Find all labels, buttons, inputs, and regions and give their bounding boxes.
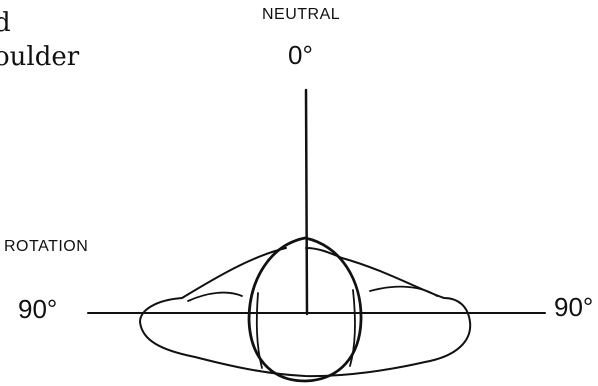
caption-line-2: oulder bbox=[0, 42, 80, 72]
outer-range-envelope bbox=[139, 247, 472, 378]
left-90-degree-label: 90° bbox=[18, 294, 58, 324]
left-inner-stroke bbox=[255, 292, 263, 369]
rotation-label: ROTATION bbox=[4, 238, 89, 255]
left-lobe-contour bbox=[187, 291, 243, 302]
caption-line-1: d bbox=[0, 8, 11, 38]
right-90-degree-label: 90° bbox=[554, 292, 594, 322]
zero-degree-label: 0° bbox=[288, 40, 313, 70]
central-oval-contour bbox=[247, 236, 363, 383]
neutral-label: NEUTRAL bbox=[262, 6, 341, 23]
right-lobe-contour bbox=[369, 285, 438, 297]
figure-caption-fragment: d oulder bbox=[0, 6, 79, 74]
vertical-axis-line bbox=[304, 88, 309, 316]
right-inner-stroke bbox=[349, 289, 356, 367]
